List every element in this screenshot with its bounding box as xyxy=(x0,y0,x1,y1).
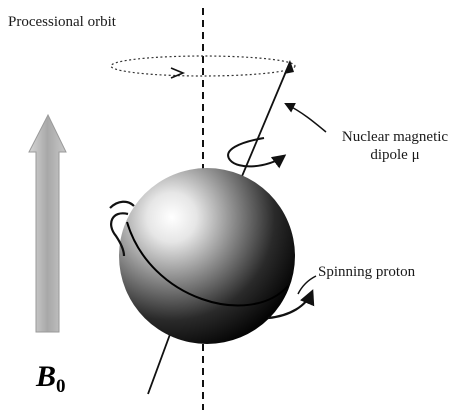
orbit-direction-arrow xyxy=(171,68,183,78)
field-arrow xyxy=(29,115,66,332)
dipole-label-line2: dipole μ xyxy=(322,146,468,164)
spinning-proton-label: Spinning proton xyxy=(318,263,415,281)
dipole-leader-line xyxy=(286,104,326,132)
proton-leader-line xyxy=(298,276,316,294)
field-symbol: B xyxy=(36,360,56,393)
field-label: B0 xyxy=(36,360,66,404)
field-subscript: 0 xyxy=(56,376,66,397)
precession-orbit-label: Processional orbit xyxy=(8,13,116,31)
dipole-label-line1: Nuclear magnetic xyxy=(322,128,468,146)
dipole-label: Nuclear magnetic dipole μ xyxy=(322,128,468,164)
